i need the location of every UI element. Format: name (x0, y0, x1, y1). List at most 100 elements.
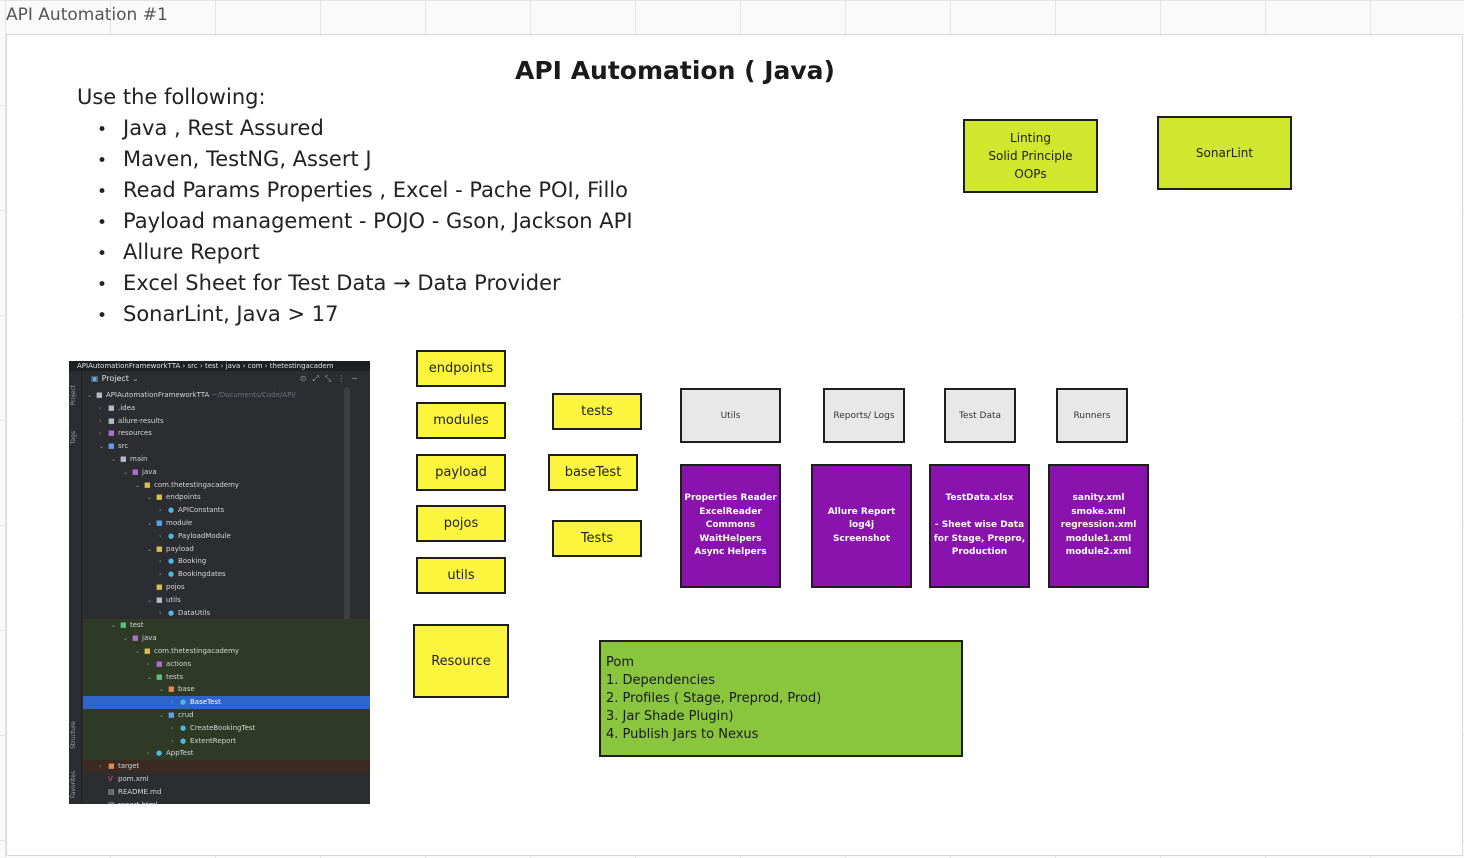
tree-row[interactable]: ⌄■payload (83, 543, 370, 556)
tree-row[interactable]: ›●APIConstants (83, 504, 370, 517)
sticky-modules[interactable]: modules (416, 402, 506, 439)
tree-row[interactable]: ⌄■base (83, 683, 370, 697)
chevron-down-icon[interactable]: ⌄ (147, 494, 153, 502)
chevron-down-icon[interactable]: ⌄ (147, 596, 153, 604)
sticky-runners-detail[interactable]: sanity.xml smoke.xml regression.xml modu… (1048, 464, 1149, 588)
tree-row-label: java (142, 634, 157, 643)
sticky-linting[interactable]: Linting Solid Principle OOPs (963, 119, 1098, 193)
chevron-right-icon[interactable]: › (171, 724, 174, 732)
tree-row[interactable]: ›■.idea (83, 402, 370, 415)
tree-row-label: com.thetestingacademy (154, 646, 240, 655)
tree-row[interactable]: ■pojos (83, 581, 370, 594)
sticky-testdata-detail[interactable]: TestData.xlsx - Sheet wise Data for Stag… (929, 464, 1030, 588)
tree-row[interactable]: ⌄■com.thetestingacademy (83, 479, 370, 492)
list-item: •Java , Rest Assured (97, 116, 324, 140)
tree-row[interactable]: ⌄■crud (83, 708, 370, 722)
chevron-right-icon[interactable]: › (99, 430, 102, 438)
tree-row[interactable]: ›■actions (83, 657, 370, 671)
sticky-pom[interactable]: Pom 1. Dependencies 2. Profiles ( Stage,… (599, 640, 963, 757)
tree-row[interactable]: ⌄■java (83, 466, 370, 479)
tree-row[interactable]: ⌄■utils (83, 594, 370, 607)
tree-row-label: resources (118, 429, 152, 438)
tree-row[interactable]: ⌄■main (83, 453, 370, 466)
chevron-right-icon[interactable]: › (159, 507, 162, 515)
scrollbar[interactable] (344, 387, 350, 772)
tree-row[interactable]: ⌄■com.thetestingacademy (83, 644, 370, 658)
src-icon: ■ (156, 518, 163, 527)
tree-row[interactable]: ⌄■java (83, 632, 370, 645)
chevron-down-icon[interactable]: ⌄ (159, 711, 165, 719)
tree-row[interactable]: ›●Booking (83, 555, 370, 568)
chevron-right-icon[interactable]: › (99, 417, 102, 425)
sticky-testdata-header[interactable]: Test Data (944, 388, 1016, 443)
tree-row[interactable]: ›■target (83, 760, 370, 773)
sticky-resource[interactable]: Resource (413, 624, 509, 698)
sticky-runners-header[interactable]: Runners (1056, 388, 1128, 443)
chevron-down-icon[interactable]: ⌄ (99, 443, 105, 451)
chevron-down-icon[interactable]: ⌄ (135, 647, 141, 655)
chevron-down-icon[interactable]: ⌄ (131, 374, 139, 383)
tree-row[interactable]: ›●BaseTest (83, 696, 370, 709)
sticky-utils-header[interactable]: Utils (680, 388, 781, 443)
tree-row[interactable]: ⌄■module (83, 517, 370, 530)
sticky-utils[interactable]: utils (416, 557, 506, 594)
tree-row[interactable]: ›■allure-results (83, 415, 370, 428)
java-icon: ● (168, 608, 175, 617)
chevron-right-icon[interactable]: › (147, 750, 150, 758)
chevron-down-icon[interactable]: ⌄ (87, 392, 93, 399)
chevron-right-icon[interactable]: › (159, 558, 162, 566)
java-icon: ● (168, 506, 175, 515)
res-icon: ■ (132, 634, 139, 643)
sticky-reports-header[interactable]: Reports/ Logs (823, 388, 905, 443)
tree-row[interactable]: ▤report.html (83, 799, 370, 805)
side-tab-project[interactable]: Project (70, 385, 77, 406)
chevron-right-icon[interactable]: › (171, 699, 174, 707)
tree-row[interactable]: ›●PayloadModule (83, 530, 370, 543)
side-tab-tags[interactable]: Tags (70, 431, 77, 445)
tree-row[interactable]: ▤README.md (83, 786, 370, 799)
chevron-down-icon[interactable]: ⌄ (147, 545, 153, 553)
chevron-down-icon[interactable]: ⌄ (123, 635, 129, 643)
sticky-utils-detail[interactable]: Properties Reader ExcelReader Commons Wa… (680, 464, 781, 588)
tree-row[interactable]: ›●DataUtils (83, 607, 370, 620)
panel-controls[interactable]: ⊙⤢⤡⋮− (299, 374, 364, 383)
sticky-tests-upper[interactable]: Tests (552, 520, 642, 557)
chevron-right-icon[interactable]: › (171, 737, 174, 745)
tree-row-label: CreateBookingTest (190, 723, 256, 732)
tree-row[interactable]: ⌄■src (83, 440, 370, 453)
sticky-basetest[interactable]: baseTest (548, 454, 638, 491)
sticky-tests[interactable]: tests (552, 393, 642, 430)
chevron-down-icon[interactable]: ⌄ (135, 481, 141, 489)
tree-row[interactable]: ⌄■test (83, 619, 370, 633)
chevron-down-icon[interactable]: ⌄ (111, 455, 117, 463)
tree-row[interactable]: ›●Bookingdates (83, 568, 370, 581)
tree-row[interactable]: ⌄■APIAutomationFrameworkTTA ~/Documents/… (83, 389, 370, 402)
tree-row[interactable]: ⌄■endpoints (83, 491, 370, 504)
chevron-right-icon[interactable]: › (159, 609, 162, 617)
chevron-right-icon[interactable]: › (147, 660, 150, 668)
chevron-right-icon[interactable]: › (159, 532, 162, 540)
sticky-pojos[interactable]: pojos (416, 505, 506, 542)
tree-row[interactable]: ⌄■tests (83, 670, 370, 684)
chevron-down-icon[interactable]: ⌄ (147, 519, 153, 527)
side-tab-favorites[interactable]: Favorites (70, 771, 77, 799)
chevron-down-icon[interactable]: ⌄ (159, 686, 165, 694)
sticky-payload[interactable]: payload (416, 454, 506, 491)
tree-row[interactable]: ›■resources (83, 427, 370, 440)
side-tab-structure[interactable]: Structure (70, 721, 77, 749)
chevron-right-icon[interactable]: › (159, 571, 162, 579)
chevron-right-icon[interactable]: › (99, 404, 102, 412)
tree-row[interactable]: ›●AppTest (83, 747, 370, 761)
sticky-sonarlint[interactable]: SonarLint (1157, 116, 1292, 190)
chevron-down-icon[interactable]: ⌄ (147, 673, 153, 681)
chevron-down-icon[interactable]: ⌄ (111, 622, 117, 630)
sticky-reports-detail[interactable]: Allure Report log4j Screenshot (811, 464, 912, 588)
folder-icon: ■ (108, 416, 115, 425)
tree-row[interactable]: ›●CreateBookingTest (83, 721, 370, 735)
sticky-endpoints[interactable]: endpoints (416, 350, 506, 387)
tree-row[interactable]: ›●ExtentReport (83, 734, 370, 748)
chevron-down-icon[interactable]: ⌄ (123, 468, 129, 476)
tree-row-label: AppTest (166, 749, 194, 758)
chevron-right-icon[interactable]: › (99, 763, 102, 771)
